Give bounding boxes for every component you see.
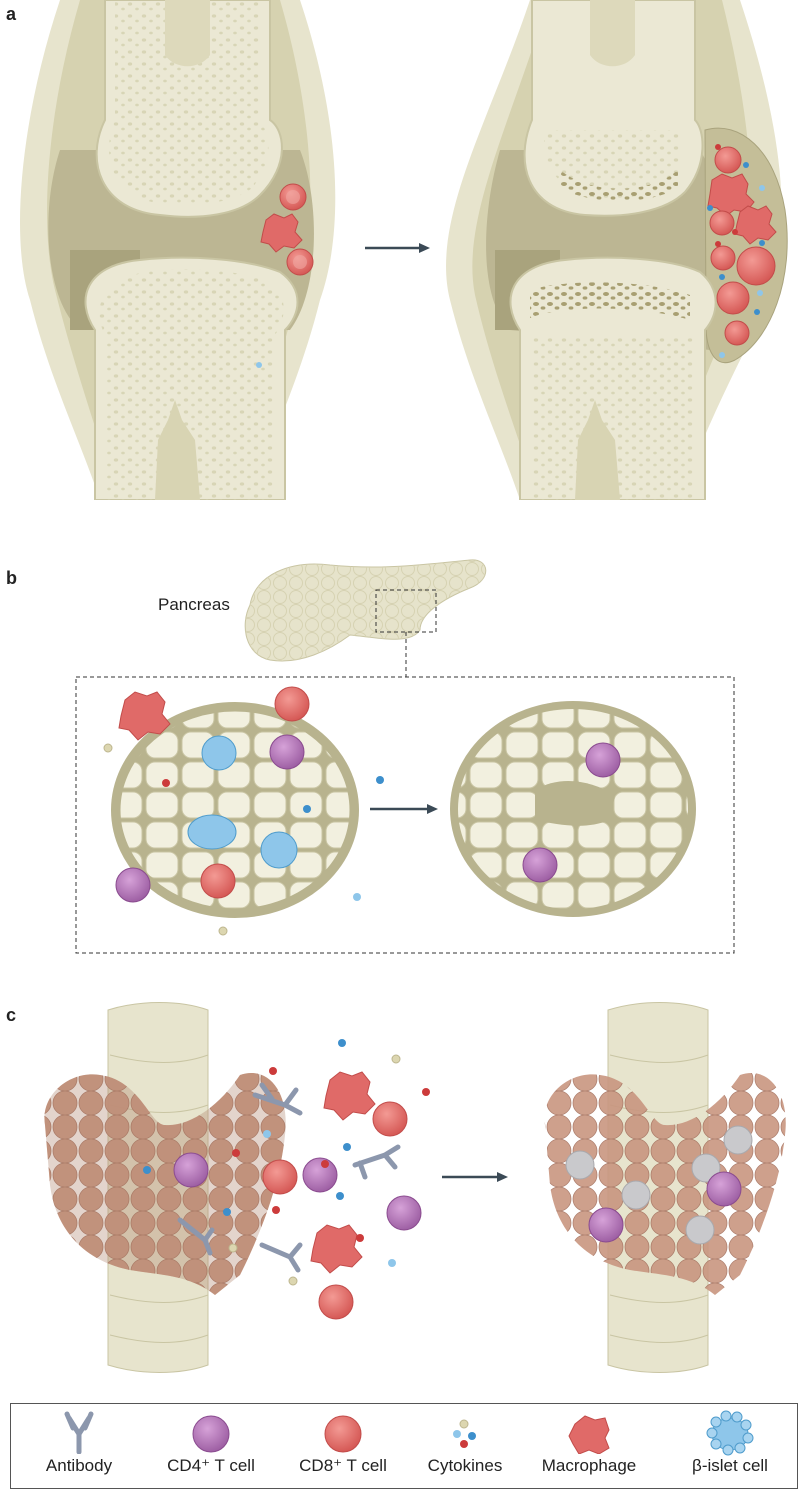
legend: Antibody CD4⁺ T cell CD8⁺ T cell Cytokin…: [10, 1403, 798, 1489]
legend-item-macrophage: Macrophage: [529, 1404, 649, 1490]
legend-item-cd4: CD4⁺ T cell: [151, 1404, 271, 1490]
panel-c-illustration: [0, 995, 801, 1385]
panel-a-illustration: [0, 0, 801, 500]
legend-item-antibody: Antibody: [29, 1404, 129, 1490]
legend-label-antibody: Antibody: [29, 1456, 129, 1476]
pancreas-label: Pancreas: [158, 595, 230, 615]
cd8-t-cell-icon: [323, 1410, 363, 1454]
inflamed-joint: [446, 0, 787, 500]
cd4-t-cell-icon: [191, 1410, 231, 1454]
healthy-joint: [20, 0, 335, 500]
legend-label-cd8: CD8⁺ T cell: [283, 1456, 403, 1476]
legend-label-cd4: CD4⁺ T cell: [151, 1456, 271, 1476]
panel-b-illustration: [0, 520, 801, 960]
legend-item-beta-islet: β-islet cell: [675, 1404, 785, 1490]
legend-label-cytokines: Cytokines: [415, 1456, 515, 1476]
macrophage-icon: [567, 1410, 611, 1454]
cytokines-icon: [445, 1410, 485, 1454]
legend-label-macrophage: Macrophage: [529, 1456, 649, 1476]
antibody-icon: [59, 1410, 99, 1454]
beta-islet-cell-icon: [706, 1410, 754, 1456]
legend-label-beta-islet: β-islet cell: [675, 1456, 785, 1476]
legend-item-cd8: CD8⁺ T cell: [283, 1404, 403, 1490]
legend-item-cytokines: Cytokines: [415, 1404, 515, 1490]
healthy-islet: [104, 687, 384, 935]
destroyed-islet: [450, 701, 696, 917]
